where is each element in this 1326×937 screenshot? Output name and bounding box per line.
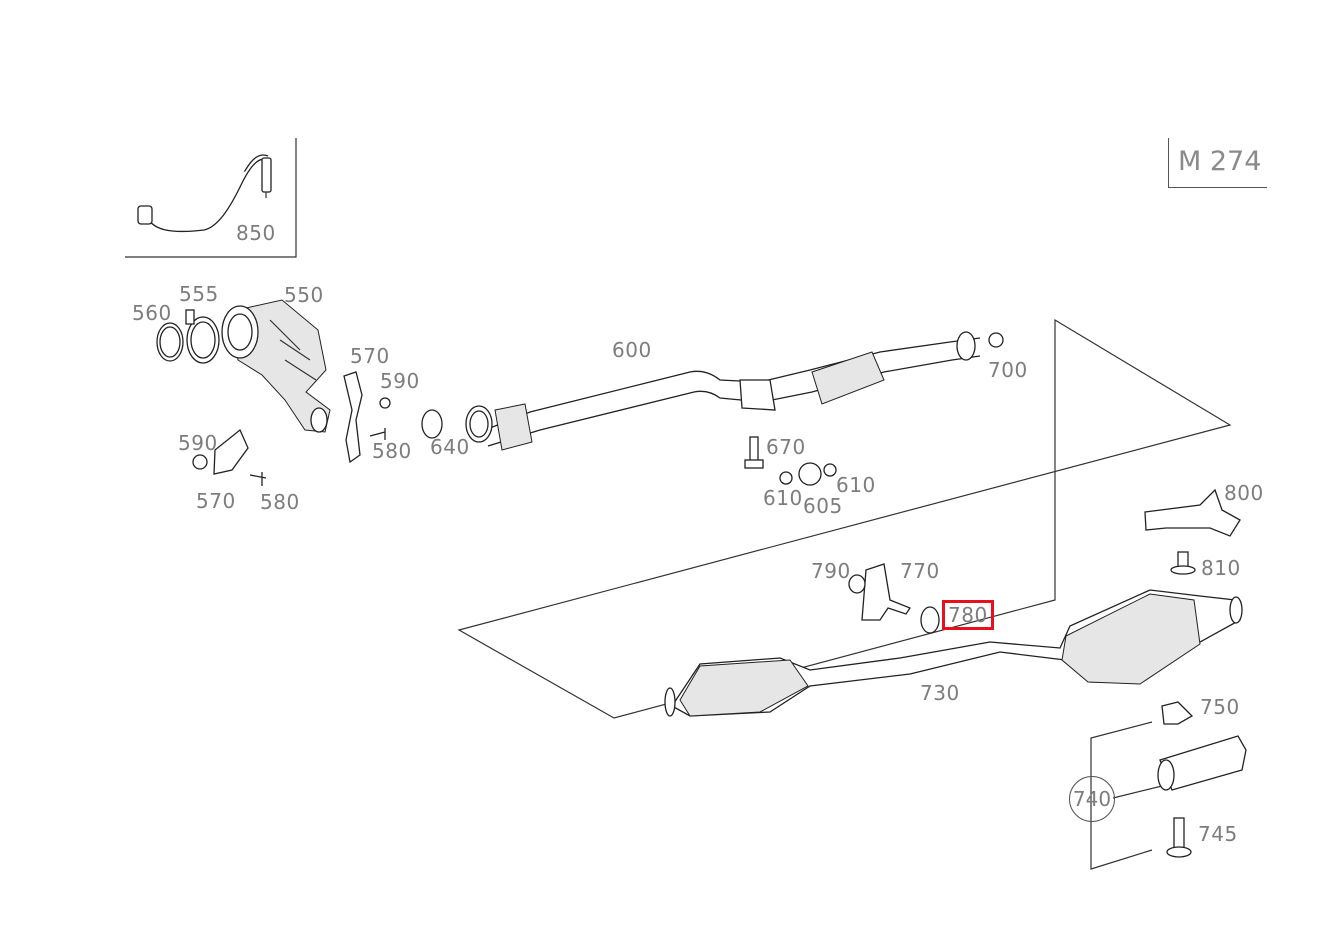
part-label-850[interactable]: 850 bbox=[236, 221, 276, 245]
part-label-610-left[interactable]: 610 bbox=[763, 486, 803, 510]
part-label-570-lower[interactable]: 570 bbox=[196, 489, 236, 513]
part-label-730[interactable]: 730 bbox=[920, 681, 960, 705]
part-label-750[interactable]: 750 bbox=[1200, 695, 1240, 719]
part-label-570-upper[interactable]: 570 bbox=[350, 344, 390, 368]
part-label-610-right[interactable]: 610 bbox=[836, 473, 876, 497]
model-frame bbox=[1168, 138, 1267, 188]
part-label-560[interactable]: 560 bbox=[132, 301, 172, 325]
front-catalytic-converter bbox=[156, 299, 331, 433]
part-label-550[interactable]: 550 bbox=[284, 283, 324, 307]
bracket-570-lower bbox=[192, 428, 267, 486]
part-label-580-lower[interactable]: 580 bbox=[260, 490, 300, 514]
tail-pipe-group-740 bbox=[1090, 701, 1247, 870]
part-label-605[interactable]: 605 bbox=[803, 494, 843, 518]
rear-pipe-730 bbox=[664, 589, 1243, 717]
assembly-outline bbox=[457, 318, 1232, 719]
part-label-800[interactable]: 800 bbox=[1224, 481, 1264, 505]
part-label-790[interactable]: 790 bbox=[811, 559, 851, 583]
part-label-745[interactable]: 745 bbox=[1198, 822, 1238, 846]
part-label-555[interactable]: 555 bbox=[179, 282, 219, 306]
part-label-640[interactable]: 640 bbox=[430, 435, 470, 459]
part-label-700[interactable]: 700 bbox=[988, 358, 1028, 382]
part-label-770[interactable]: 770 bbox=[900, 559, 940, 583]
rear-hanger-800 bbox=[1144, 488, 1241, 575]
front-pipe-600 bbox=[465, 331, 1004, 451]
part-label-580-upper[interactable]: 580 bbox=[372, 439, 412, 463]
bracket-570-upper bbox=[343, 371, 443, 464]
rear-bracket-770 bbox=[848, 563, 940, 634]
part-label-780-highlighted[interactable]: 780 bbox=[942, 600, 994, 630]
part-label-740[interactable]: 740 bbox=[1069, 776, 1115, 822]
part-label-810[interactable]: 810 bbox=[1201, 556, 1241, 580]
part-label-670[interactable]: 670 bbox=[766, 435, 806, 459]
model-label: M 274 bbox=[1178, 146, 1262, 177]
mount-hardware bbox=[744, 436, 837, 486]
part-label-590-upper[interactable]: 590 bbox=[380, 369, 420, 393]
part-label-600[interactable]: 600 bbox=[612, 338, 652, 362]
oxygen-sensor-inset bbox=[125, 138, 297, 258]
part-label-590-lower[interactable]: 590 bbox=[178, 431, 218, 455]
